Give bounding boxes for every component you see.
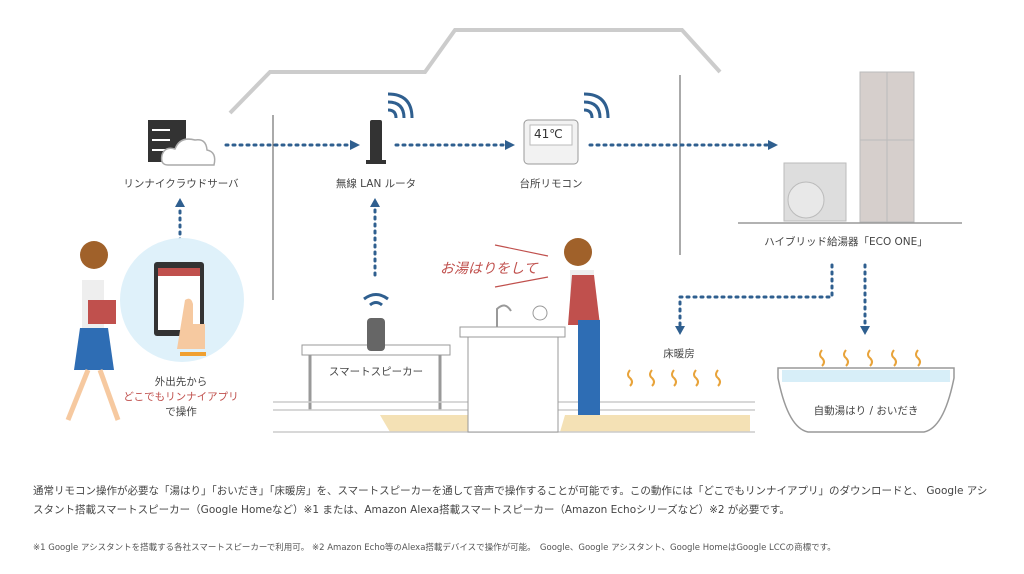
outside-label: 外出先から	[154, 376, 208, 388]
remote-temperature: 41℃	[534, 127, 563, 141]
operate-label: で操作	[165, 406, 197, 418]
footnote: ※1 Google アシスタントを搭載する各社スマートスピーカーで利用可。 ※2…	[33, 543, 836, 553]
floor-heating-icon	[627, 369, 721, 387]
description-paragraph: 通常リモコン操作が必要な「湯はり」「おいだき」「床暖房」を、スマートスピーカーを…	[33, 485, 988, 516]
floor-heating-label: 床暖房	[663, 348, 695, 360]
floor	[380, 415, 750, 432]
speaker-label: スマートスピーカー	[328, 366, 424, 378]
bathtub-icon	[777, 367, 955, 433]
steam-icon	[819, 349, 921, 367]
cloud-server-label: リンナイクラウドサーバ	[123, 178, 239, 190]
router-label: 無線 LAN ルータ	[335, 178, 417, 190]
kitchen-sink	[459, 304, 566, 433]
dotted-arrows	[178, 143, 867, 327]
wifi-icon	[583, 92, 610, 119]
hot-water-tank-icon	[859, 71, 915, 223]
woman-outside-illustration	[65, 241, 121, 421]
water-heater-label: ハイブリッド給湯器「ECO ONE」	[764, 236, 928, 248]
heat-pump-icon	[783, 162, 847, 222]
woman-kitchen-illustration	[532, 238, 600, 415]
tablet-icon	[154, 262, 206, 356]
speech-lines	[494, 244, 549, 288]
bath-label: 自動湯はり / おいだき	[813, 405, 919, 417]
router-icon	[366, 120, 386, 164]
wifi-icon	[363, 293, 389, 307]
kitchen-remote-icon	[523, 119, 579, 165]
app-name-label: どこでもリンナイアプリ	[123, 391, 239, 403]
voice-command: お湯はりをして	[440, 261, 538, 277]
remote-label: 台所リモコン	[519, 178, 583, 190]
wifi-icon	[387, 92, 414, 119]
cloud-icon	[160, 138, 216, 166]
smart-speaker-icon	[367, 318, 385, 351]
house-outline	[228, 28, 722, 115]
arrowheads	[175, 140, 870, 335]
